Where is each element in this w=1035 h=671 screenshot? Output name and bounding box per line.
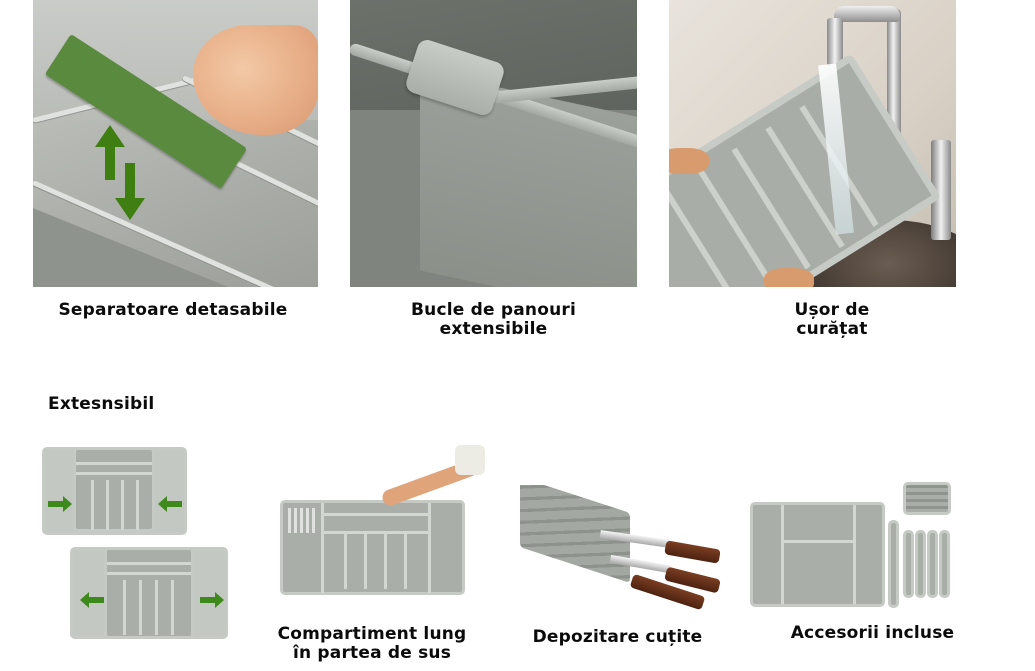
section-title-extensible: Extesnsibil [48,394,155,414]
up-down-arrows-icon [95,125,145,220]
organizer-tray [280,500,465,595]
caption-easy-clean: Ușor de curățat [669,301,995,339]
caption-line: Bucle de panouri [411,300,576,320]
knife-handle [664,540,720,564]
caption-line: în partea de sus [292,643,452,663]
arrow-left-icon [80,592,104,608]
tray-center [104,547,194,639]
divider-piece [915,530,926,598]
faucet-spout [827,18,843,66]
caption-line: curățat [796,319,868,339]
divider-piece [939,530,950,598]
caption-removable-dividers: Separatoare detasabile [58,300,288,320]
caption-knife-storage: Depozitare cuțite [532,627,703,647]
extensible-image [38,442,233,647]
soap-dispenser [931,140,951,240]
knife-insert [903,482,951,515]
hand [669,148,709,174]
hand [193,25,318,135]
organizer-tray [750,502,885,607]
divider-piece [903,530,914,598]
caption-line: Compartiment lung [277,624,467,644]
divider-piece [927,530,938,598]
arrow-right-icon [48,496,72,512]
easy-clean-image [669,0,956,287]
knife-storage-image [510,485,720,610]
caption-accessories: Accesorii incluse [790,623,955,643]
tray-center [73,447,155,532]
hand [764,268,814,287]
caption-extensible-loops: Bucle de panouri extensibile [350,301,637,339]
arrow-right-icon [200,592,224,608]
sleeve [455,445,485,475]
divider-piece [888,520,899,608]
caption-long-compartment: Compartiment lung în partea de sus [262,625,482,663]
caption-line: extensibile [439,319,548,339]
extensible-loops-image [350,0,637,287]
arrow-left-icon [158,496,182,512]
faucet-neck [834,6,900,22]
long-compartment-image [275,445,485,605]
removable-dividers-image [33,0,318,287]
accessories-image [745,475,975,625]
caption-line: Ușor de [794,300,870,320]
